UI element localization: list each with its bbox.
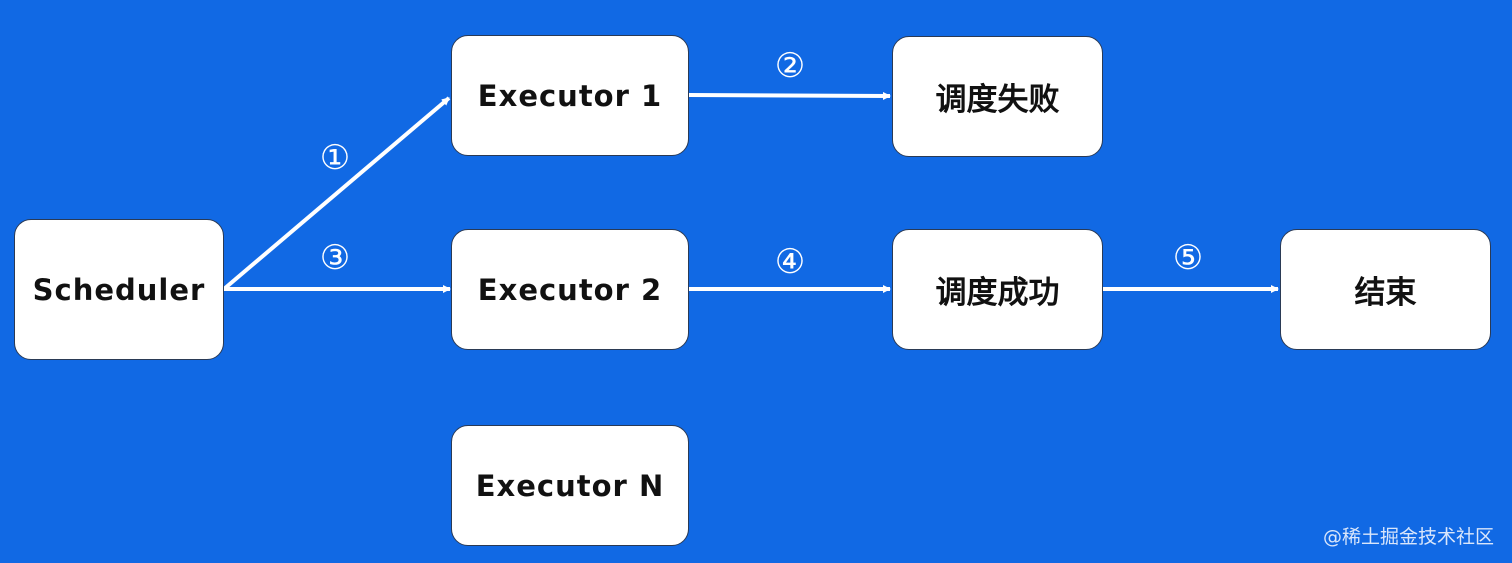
- node-executor-1: Executor 1: [451, 35, 689, 156]
- node-executor-2: Executor 2: [451, 229, 689, 350]
- step-label-3: ③: [319, 238, 351, 278]
- step-label-4: ④: [774, 242, 806, 282]
- step-label-5: ⑤: [1172, 238, 1204, 278]
- node-executor-n: Executor N: [451, 425, 689, 546]
- node-schedule-failed: 调度失败: [892, 36, 1103, 157]
- node-scheduler: Scheduler: [14, 219, 224, 360]
- arrow-scheduler-to-executor-1: [222, 96, 451, 291]
- step-label-2: ②: [774, 46, 806, 86]
- node-end: 结束: [1280, 229, 1491, 350]
- watermark: @稀土掘金技术社区: [1322, 526, 1494, 548]
- node-schedule-succeeded: 调度成功: [892, 229, 1103, 350]
- arrow-executor-1-to-fail: [688, 91, 891, 100]
- step-label-1: ①: [319, 138, 351, 178]
